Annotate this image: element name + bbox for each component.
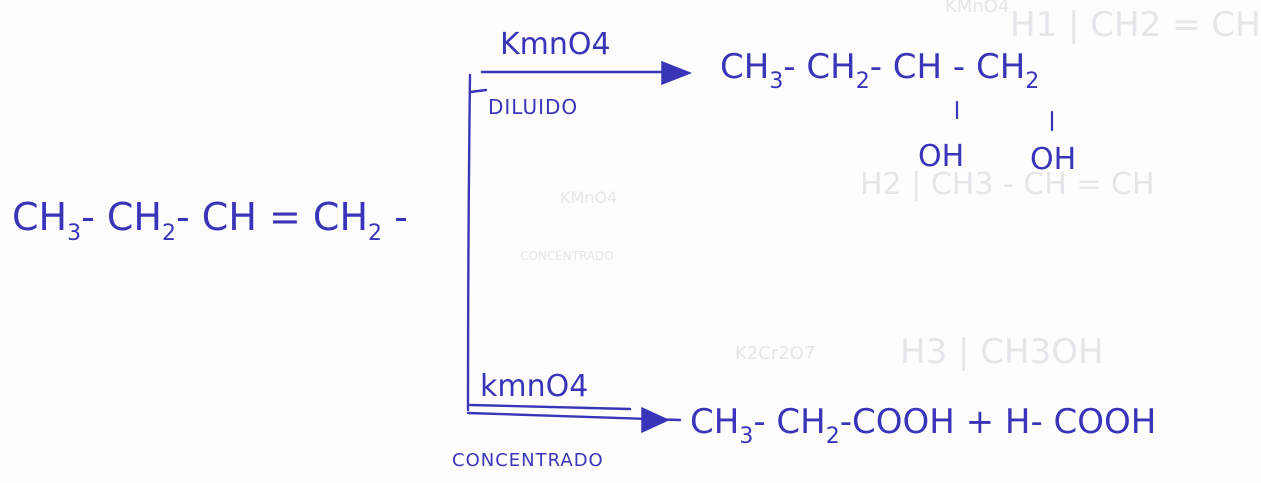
bleed-h1: H1 | CH2 = CH [1010, 5, 1261, 45]
top-product-oh-left: OH [918, 139, 965, 174]
reactant-sub-3: 3 [67, 221, 82, 246]
bottom-product-acids: -COOH + H- COOH [839, 402, 1157, 442]
top-product-sub-2b: 2 [1025, 69, 1040, 94]
top-reagent: KmnO4 [500, 27, 611, 62]
reaction-scheme-lines [466, 60, 1054, 434]
bleed-h1-reagent: KMnO4 [945, 0, 1010, 17]
reactant-sub-2b: 2 [368, 221, 383, 246]
bottom-product-formula: CH3- CH2-COOH + H- COOH [690, 405, 1156, 448]
bleed-h3-reagent: K2Cr2O7 [735, 343, 816, 364]
top-product-ch-chain: - CH - CH [869, 47, 1026, 87]
paper-sheet: H1 | CH2 = CH KMnO4 H2 | CH3 - CH = CH K… [12, 0, 1261, 471]
reactant-trailing-dash: - [382, 195, 408, 239]
bottom-arrowhead [641, 406, 670, 434]
bottom-product-ch-1: CH [690, 402, 740, 442]
bleed-h2-condition: CONCENTRADO [520, 249, 614, 263]
bottom-product-sub-2: 2 [825, 424, 840, 449]
reactant-sub-2a: 2 [162, 221, 177, 246]
reactant-ch-2: - CH [81, 195, 163, 239]
top-product-oh-right: OH [1030, 142, 1077, 177]
reactant-double-bond: - CH = CH [176, 195, 369, 239]
bottom-product-sub-3: 3 [739, 424, 754, 449]
bottom-reagent: kmnO4 [480, 369, 589, 404]
bleed-h2-reagent: KMnO4 [560, 188, 618, 207]
top-product-sub-2a: 2 [855, 69, 870, 94]
top-condition: DILUIDO [488, 95, 579, 119]
top-product-formula: CH3- CH2- CH - CH2 [720, 50, 1039, 93]
reactant-formula: CH3- CH2- CH = CH2 - [12, 198, 408, 245]
top-product-sub-3: 3 [769, 69, 784, 94]
top-condition-rule [468, 88, 488, 94]
reactant-ch-1: CH [12, 195, 68, 239]
top-arrowhead [661, 60, 693, 86]
bleed-h3: H3 | CH3OH [900, 332, 1104, 372]
top-product-ch-1: CH [720, 47, 770, 87]
bleed-h2: H2 | CH3 - CH = CH [860, 167, 1155, 202]
top-product-ch-2: - CH [783, 47, 856, 87]
bottom-reagent-rule [468, 403, 632, 411]
bottom-condition: CONCENTRADO [452, 450, 604, 471]
bottom-product-ch-2: - CH [753, 402, 826, 442]
branch-vertical-line [466, 73, 472, 412]
